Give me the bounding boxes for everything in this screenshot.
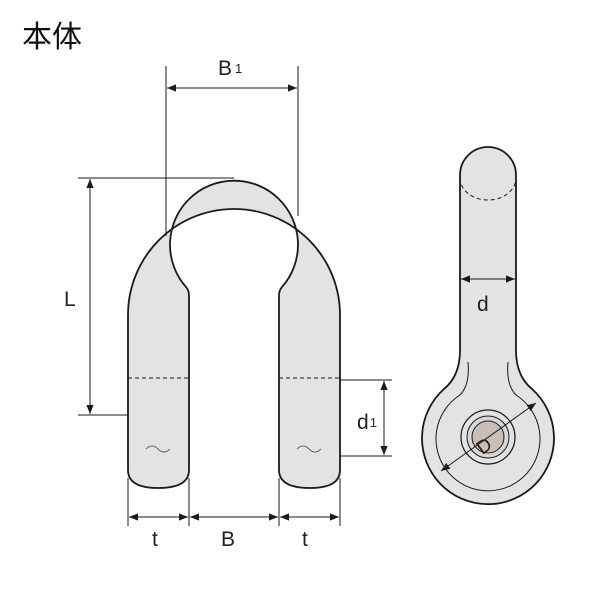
label-t-left: t bbox=[152, 528, 158, 551]
diagram-heading: 本体 bbox=[22, 20, 82, 55]
shackle-front-view bbox=[127, 179, 341, 489]
shackle-side-view: D d bbox=[421, 146, 555, 506]
left-break-mark bbox=[145, 445, 171, 453]
side-view-inner-groove bbox=[435, 361, 541, 492]
diameter-d-arrow bbox=[440, 402, 537, 472]
dimension-l: L bbox=[64, 177, 234, 416]
label-b: B bbox=[221, 528, 235, 551]
dimension-d1: d1 bbox=[340, 379, 392, 457]
right-break-mark bbox=[296, 445, 322, 453]
label-t-right: t bbox=[302, 528, 308, 551]
label-d1: d1 bbox=[357, 411, 377, 434]
shackle-bow-body bbox=[127, 179, 341, 489]
side-view-hidden-arc bbox=[459, 177, 517, 201]
label-l: L bbox=[64, 288, 76, 311]
dimension-bottom: t B t bbox=[127, 478, 341, 551]
label-d: d bbox=[477, 293, 489, 316]
